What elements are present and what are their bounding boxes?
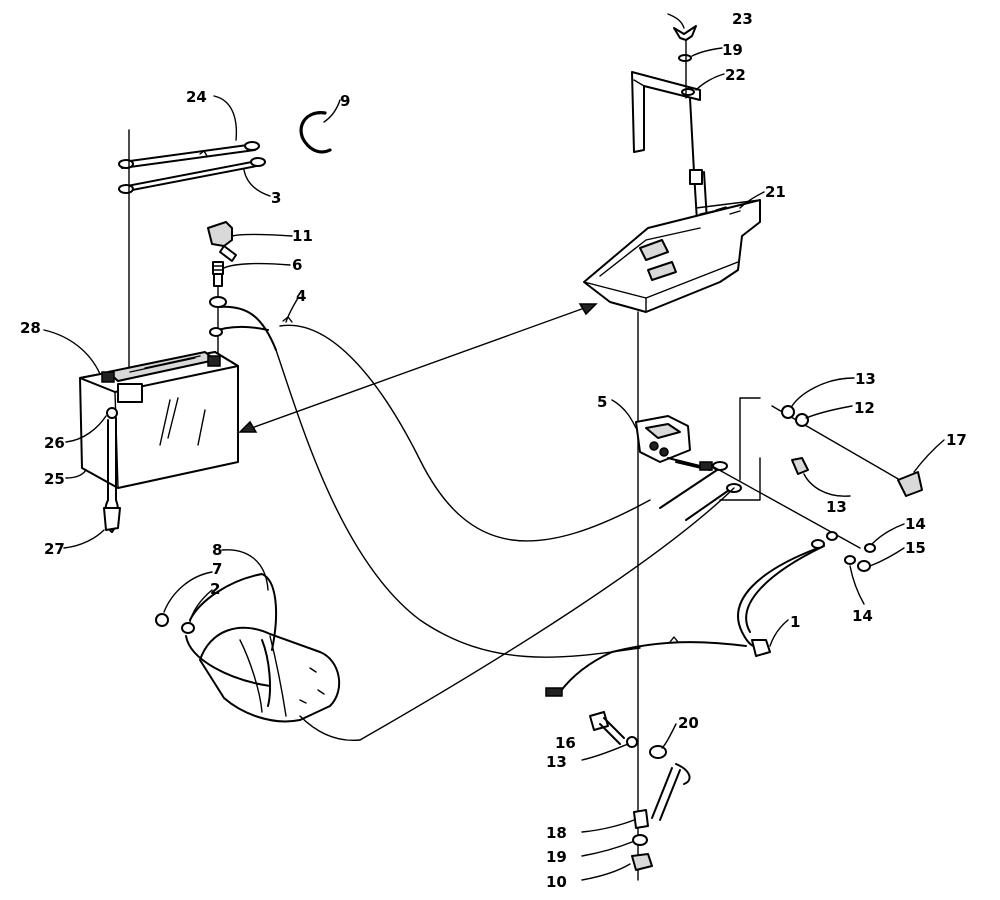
- callout-1: 1: [790, 613, 800, 631]
- battery-25: [79, 351, 239, 489]
- washer-2: [181, 622, 195, 634]
- callout-10: 10: [546, 873, 567, 891]
- callout-13-lower: 13: [546, 753, 567, 771]
- callout-21: 21: [765, 183, 786, 201]
- callout-18: 18: [546, 824, 567, 842]
- callout-11: 11: [292, 227, 313, 245]
- callout-7: 7: [212, 560, 222, 578]
- callout-25: 25: [44, 470, 65, 488]
- callout-26: 26: [44, 434, 65, 452]
- cable-to-starter: [359, 487, 735, 741]
- callout-8: 8: [212, 541, 222, 559]
- guide-line-right-a: [739, 397, 761, 481]
- vent-fitting-26: [106, 407, 118, 419]
- terminal-washer: [209, 296, 227, 308]
- bracket-22: [631, 71, 701, 153]
- starter-cable-end: [299, 715, 361, 742]
- harness-8: [189, 573, 278, 651]
- callout-23: 23: [732, 10, 753, 28]
- bracket-18-arm: [651, 767, 681, 821]
- harness-2: [185, 635, 271, 687]
- battery-ground-cable: [275, 349, 641, 658]
- washer-14-right: [864, 543, 876, 553]
- spacer-18: [633, 809, 649, 829]
- callout-14-right: 14: [905, 515, 926, 533]
- cable-1: [545, 539, 825, 697]
- bolt-16: [589, 711, 625, 745]
- nut-13-mid: [791, 457, 809, 475]
- callout-14-lower: 14: [852, 607, 873, 625]
- nut-12: [795, 413, 809, 427]
- starter-motor: [199, 626, 340, 723]
- washer-13-upper: [781, 405, 795, 419]
- callout-24: 24: [186, 88, 207, 106]
- hold-down-rod: [689, 97, 695, 173]
- terminal-boot-17: [897, 471, 923, 497]
- washer-14-upper: [826, 531, 838, 541]
- callout-2: 2: [210, 580, 220, 598]
- nut-7: [155, 613, 169, 627]
- callout-20: 20: [678, 714, 699, 732]
- callout-19-lower: 19: [546, 848, 567, 866]
- nut-15: [857, 560, 871, 572]
- terminal-cap-11: [207, 221, 237, 262]
- washer-14-lower: [844, 555, 856, 565]
- battery-tray-21: [583, 199, 761, 313]
- wing-nut-23: [673, 25, 697, 41]
- cable-solenoid-upper: [659, 467, 721, 509]
- washer-20: [649, 745, 667, 759]
- washer-19-top: [678, 54, 692, 62]
- callout-27: 27: [44, 540, 65, 558]
- assembly-arrow-upper: [238, 303, 598, 433]
- terminal-ring-upper: [712, 461, 728, 471]
- clip-9: [299, 111, 332, 154]
- callout-13-top: 13: [855, 370, 876, 388]
- guide-line-17: [771, 405, 901, 481]
- callout-12: 12: [854, 399, 875, 417]
- callout-13-mid: 13: [826, 498, 847, 516]
- callout-22: 22: [725, 66, 746, 84]
- callout-19-top: 19: [722, 41, 743, 59]
- nut-10: [631, 853, 653, 871]
- washer-13-lower: [626, 736, 638, 748]
- vent-tube-27: [103, 417, 121, 533]
- washer-19-lower: [632, 834, 648, 846]
- callout-4: 4: [296, 287, 306, 305]
- callout-15: 15: [905, 539, 926, 557]
- callout-17: 17: [946, 431, 967, 449]
- battery-strap-24: [118, 141, 260, 169]
- callout-3: 3: [271, 189, 281, 207]
- callout-9: 9: [340, 92, 350, 110]
- solenoid-5: [635, 415, 713, 471]
- terminal-bolt-6: [212, 261, 224, 287]
- callout-16: 16: [555, 734, 576, 752]
- leader-lines: [43, 13, 945, 881]
- callout-5: 5: [597, 393, 607, 411]
- ground-lead: [675, 763, 691, 785]
- cable-4: [209, 305, 651, 542]
- callout-6: 6: [292, 256, 302, 274]
- callout-28: 28: [20, 319, 41, 337]
- battery-strap-3: [118, 157, 266, 194]
- cable-solenoid-lower: [685, 487, 733, 521]
